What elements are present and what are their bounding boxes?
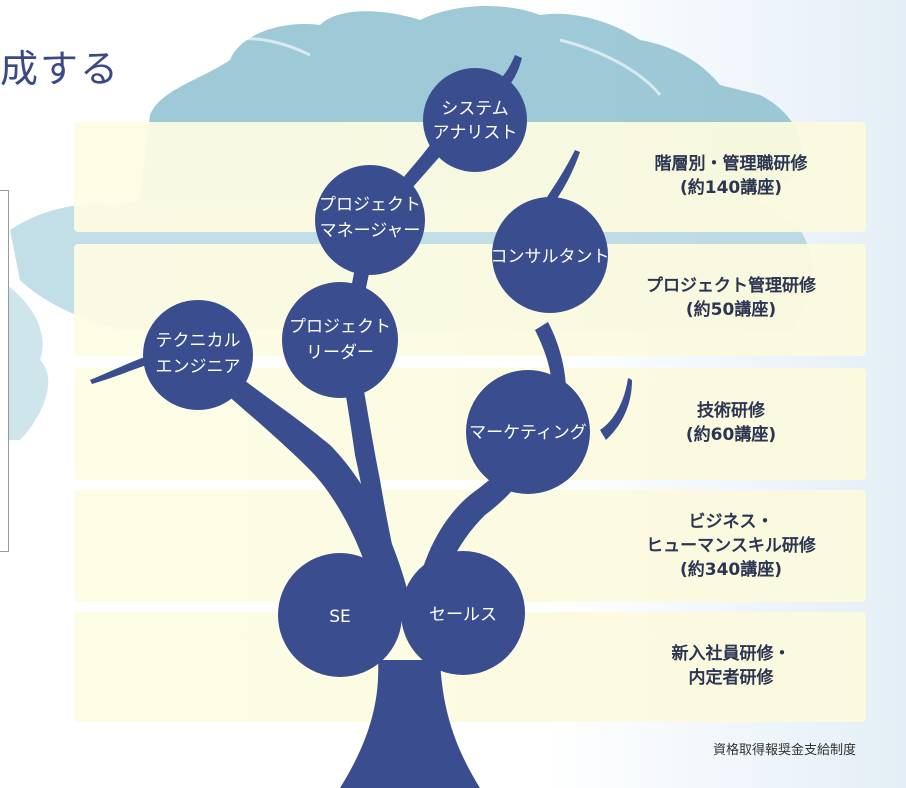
svg-text:プロジェクト: プロジェクト: [289, 317, 391, 337]
svg-text:マネージャー: マネージャー: [320, 221, 421, 241]
svg-text:コンサルタント: コンサルタント: [491, 247, 610, 267]
tier-label-business-skills: ビジネス・ヒューマンスキル研修(約340講座): [646, 512, 816, 580]
svg-text:リーダー: リーダー: [306, 343, 374, 363]
svg-text:システム: システム: [441, 99, 509, 119]
tier-label-project-management: プロジェクト管理研修(約50講座): [646, 276, 816, 320]
node-consultant: コンサルタント: [491, 197, 610, 313]
node-se: SE: [278, 553, 402, 677]
tier-label-technical: 技術研修(約60講座): [685, 401, 777, 445]
node-system-analyst: システム アナリスト: [423, 68, 527, 172]
svg-text:エンジニア: エンジニア: [156, 357, 241, 377]
page-heading: 成する: [0, 47, 121, 91]
side-panel-edge: [0, 190, 9, 552]
node-marketing: マーケティング: [466, 370, 590, 494]
tier-label-new-employee: 新入社員研修・内定者研修: [671, 644, 791, 688]
certification-bonus-note: 資格取得報奨金支給制度: [712, 743, 856, 758]
svg-text:アナリスト: アナリスト: [433, 123, 518, 143]
svg-text:テクニカル: テクニカル: [156, 331, 241, 351]
node-sales: セールス: [401, 551, 525, 675]
svg-text:マーケティング: マーケティング: [469, 423, 587, 443]
node-project-manager: プロジェクト マネージャー: [315, 165, 425, 275]
tier-band-project-management: プロジェクト管理研修(約50講座): [74, 244, 866, 356]
svg-text:セールス: セールス: [429, 605, 497, 625]
tier-label-management: 階層別・管理職研修(約140講座): [654, 154, 808, 198]
svg-text:プロジェクト: プロジェクト: [319, 195, 421, 215]
node-project-leader: プロジェクト リーダー: [282, 282, 398, 398]
svg-text:SE: SE: [329, 607, 351, 627]
node-technical-engineer: テクニカル エンジニア: [143, 300, 253, 410]
